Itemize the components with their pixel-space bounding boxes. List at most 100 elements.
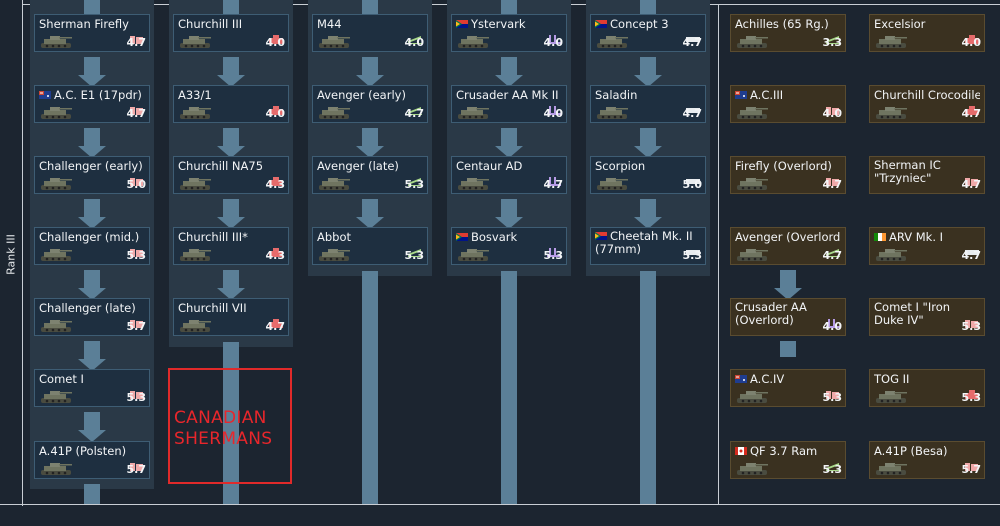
vehicle-card-cheetah-mk-ii-77mm[interactable]: Cheetah Mk. II (77mm)5.3 [590, 227, 706, 265]
tree-arrow [78, 430, 106, 442]
premium-divider [718, 4, 719, 505]
tank-thumbnail-icon [39, 176, 73, 192]
tree-arrow [78, 75, 106, 87]
vehicle-card-achilles-65-rg[interactable]: Achilles (65 Rg.)3.3 [730, 14, 846, 52]
vehicle-card-churchill-iii[interactable]: Churchill III*4.3 [173, 227, 289, 265]
tank-thumbnail-icon [735, 389, 769, 405]
battle-rating: 4.0 [543, 107, 564, 120]
tank-thumbnail-icon [595, 34, 629, 50]
tree-arrow [356, 75, 384, 87]
tank-thumbnail-icon [178, 176, 212, 192]
heavy-class-icon [269, 317, 283, 328]
south-africa-flag-icon [595, 232, 607, 240]
tank-thumbnail-icon [456, 34, 490, 50]
tree-pipe [223, 128, 239, 148]
tank-thumbnail-icon [39, 389, 73, 405]
medium-class-icon [130, 460, 144, 471]
annotation-box: CANADIAN SHERMANS [168, 368, 292, 484]
medium-class-icon [130, 33, 144, 44]
tank-thumbnail-icon [595, 176, 629, 192]
vehicle-card-challenger-mid[interactable]: Challenger (mid.)5.3 [34, 227, 150, 265]
vehicle-card-a-c-e1-17pdr[interactable]: A.C. E1 (17pdr)4.7 [34, 85, 150, 123]
tank-thumbnail-icon [735, 176, 769, 192]
vehicle-card-avenger-late[interactable]: Avenger (late)5.3 [312, 156, 428, 194]
vehicle-card-avenger-overlord[interactable]: Avenger (Overlord)4.7 [730, 227, 846, 265]
tree-arrow [495, 146, 523, 158]
battle-rating: 5.3 [822, 391, 843, 404]
vehicle-card-sherman-ic-trzyniec[interactable]: Sherman IC "Trzyniec"4.7 [869, 156, 985, 194]
tree-pipe [223, 0, 239, 14]
medium-class-icon [130, 104, 144, 115]
tank-thumbnail-icon [874, 105, 908, 121]
battle-rating: 4.0 [822, 320, 843, 333]
battle-rating: 5.3 [961, 391, 982, 404]
vehicle-card-challenger-early[interactable]: Challenger (early)5.0 [34, 156, 150, 194]
vehicle-name: Firefly (Overlord) [735, 159, 832, 173]
medium-class-icon [130, 175, 144, 186]
battle-rating: 5.3 [404, 178, 425, 191]
vehicle-card-crusader-aa-overlord[interactable]: Crusader AA (Overlord)4.0 [730, 298, 846, 336]
vehicle-name: Challenger (early) [39, 159, 143, 173]
medium-class-icon [826, 175, 840, 186]
annotation-text: CANADIAN SHERMANS [174, 408, 273, 449]
vehicle-card-comet-i-iron-duke-iv[interactable]: Comet I "Iron Duke IV"5.3 [869, 298, 985, 336]
tree-arrow [634, 146, 662, 158]
tree-arrow [78, 217, 106, 229]
td-class-icon [408, 175, 422, 186]
tree-pipe [362, 57, 378, 77]
medium-class-icon [130, 317, 144, 328]
battle-rating: 5.3 [126, 391, 147, 404]
vehicle-card-a-41p-besa[interactable]: A.41P (Besa)5.7 [869, 441, 985, 479]
vehicle-name: TOG II [874, 372, 910, 386]
td-class-icon [408, 246, 422, 257]
light-class-icon [965, 246, 979, 255]
vehicle-name: A.C.III [735, 88, 841, 102]
battle-rating: 4.7 [961, 249, 982, 262]
medium-class-icon [965, 460, 979, 471]
vehicle-name: Ystervark [456, 17, 562, 31]
vehicle-name: A.41P (Polsten) [39, 444, 127, 458]
south-africa-flag-icon [456, 20, 468, 28]
tank-thumbnail-icon [874, 34, 908, 50]
td-class-icon [826, 460, 840, 471]
vehicle-card-comet-i[interactable]: Comet I 5.3 [34, 369, 150, 407]
tree-arrow [495, 75, 523, 87]
medium-class-icon [130, 246, 144, 257]
vehicle-card-firefly-overlord[interactable]: Firefly (Overlord)4.7 [730, 156, 846, 194]
vehicle-name: Concept 3 [595, 17, 701, 31]
vehicle-card-a-41p-polsten[interactable]: A.41P (Polsten)5.7 [34, 441, 150, 479]
vehicle-name: Achilles (65 Rg.) [735, 17, 829, 31]
vehicle-card-challenger-late[interactable]: Challenger (late)5.7 [34, 298, 150, 336]
heavy-class-icon [965, 388, 979, 399]
td-class-icon [408, 33, 422, 44]
tree-pipe [223, 57, 239, 77]
vehicle-card-tog-ii[interactable]: TOG II 5.3 [869, 369, 985, 407]
tank-thumbnail-icon [317, 176, 351, 192]
battle-rating: 5.3 [682, 249, 703, 262]
vehicle-name: Saladin [595, 88, 638, 102]
vehicle-name: Comet I [39, 372, 84, 386]
vehicle-card-avenger-early[interactable]: Avenger (early)4.7 [312, 85, 428, 123]
battle-rating: 4.7 [404, 107, 425, 120]
